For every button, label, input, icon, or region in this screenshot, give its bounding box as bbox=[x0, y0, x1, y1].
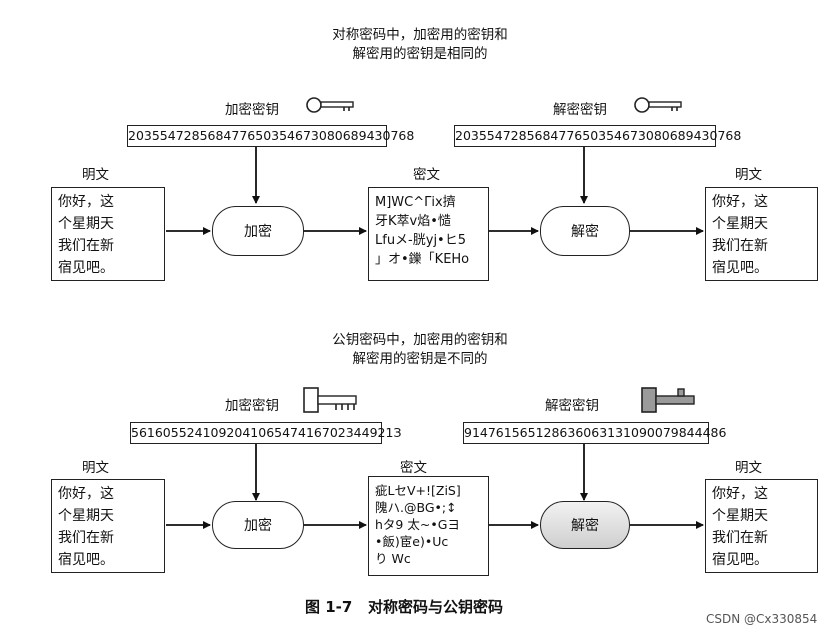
bottom-ciphertext-box: 疵LセV+![ZiS] 隗ハ.@BG•;↕ hタ9 太~•Gヨ •飯)宦e)•U… bbox=[368, 476, 489, 576]
top-decrypt-label: 解密 bbox=[571, 224, 599, 240]
top-decryption-key-value: 203554728568477650354673080689430768 bbox=[454, 125, 741, 147]
public-key-caption: 公钥密码中，加密用的密钥和 解密用的密钥是不同的 bbox=[300, 331, 540, 369]
top-decrypt-node: 解密 bbox=[540, 206, 630, 256]
symmetric-caption-line1: 对称密码中，加密用的密钥和 bbox=[332, 27, 508, 43]
key-icon bbox=[634, 97, 682, 113]
bottom-plaintext-label-right: 明文 bbox=[735, 460, 762, 476]
bottom-dec-key-label: 解密密钥 bbox=[545, 398, 599, 414]
private-key-icon bbox=[641, 387, 695, 413]
bottom-ciphertext-label: 密文 bbox=[400, 460, 427, 476]
public-key-caption-line1: 公钥密码中，加密用的密钥和 bbox=[332, 332, 508, 348]
top-dec-key-label: 解密密钥 bbox=[553, 102, 607, 118]
top-ciphertext-label: 密文 bbox=[413, 167, 440, 183]
top-plaintext-box-right: 你好，这 个星期天 我们在新 宿见吧。 bbox=[705, 187, 818, 281]
watermark: CSDN @Cx330854 bbox=[706, 612, 818, 626]
top-encrypt-node: 加密 bbox=[212, 206, 304, 256]
bottom-plaintext-label-left: 明文 bbox=[82, 460, 109, 476]
bottom-encryption-key-value: 561605524109204106547416702344921З bbox=[130, 422, 401, 444]
top-plaintext-label-left: 明文 bbox=[82, 167, 109, 183]
symmetric-caption-line2: 解密用的密钥是相同的 bbox=[352, 46, 488, 62]
figure-title: 图 1-7 对称密码与公钥密码 bbox=[305, 598, 503, 616]
public-key-icon bbox=[303, 387, 357, 413]
key-icon bbox=[306, 97, 354, 113]
top-plaintext-box-left: 你好，这 个星期天 我们在新 宿见吧。 bbox=[51, 187, 165, 281]
bottom-enc-key-label: 加密密钥 bbox=[225, 398, 279, 414]
bottom-decryption-key-value: 914761565128636063131090079844486 bbox=[463, 422, 726, 444]
top-encryption-key-value: 203554728568477650354673080689430768 bbox=[127, 125, 414, 147]
top-encrypt-label: 加密 bbox=[244, 224, 272, 240]
bottom-plaintext-box-right: 你好，这 个星期天 我们在新 宿见吧。 bbox=[705, 479, 818, 573]
symmetric-caption: 对称密码中，加密用的密钥和 解密用的密钥是相同的 bbox=[300, 26, 540, 64]
top-ciphertext-box: M]WC^Γix擠 牙K萃v焰•慥 Lfuメ-胱yj•ヒ5 」オ•鑠「KEHo bbox=[368, 187, 489, 281]
bottom-encrypt-node: 加密 bbox=[212, 501, 304, 549]
bottom-encrypt-label: 加密 bbox=[244, 518, 272, 534]
bottom-decrypt-node: 解密 bbox=[540, 501, 630, 549]
bottom-decrypt-label: 解密 bbox=[571, 518, 599, 534]
public-key-caption-line2: 解密用的密钥是不同的 bbox=[352, 351, 488, 367]
bottom-plaintext-box-left: 你好，这 个星期天 我们在新 宿见吧。 bbox=[51, 479, 165, 573]
top-enc-key-label: 加密密钥 bbox=[225, 102, 279, 118]
top-plaintext-label-right: 明文 bbox=[735, 167, 762, 183]
